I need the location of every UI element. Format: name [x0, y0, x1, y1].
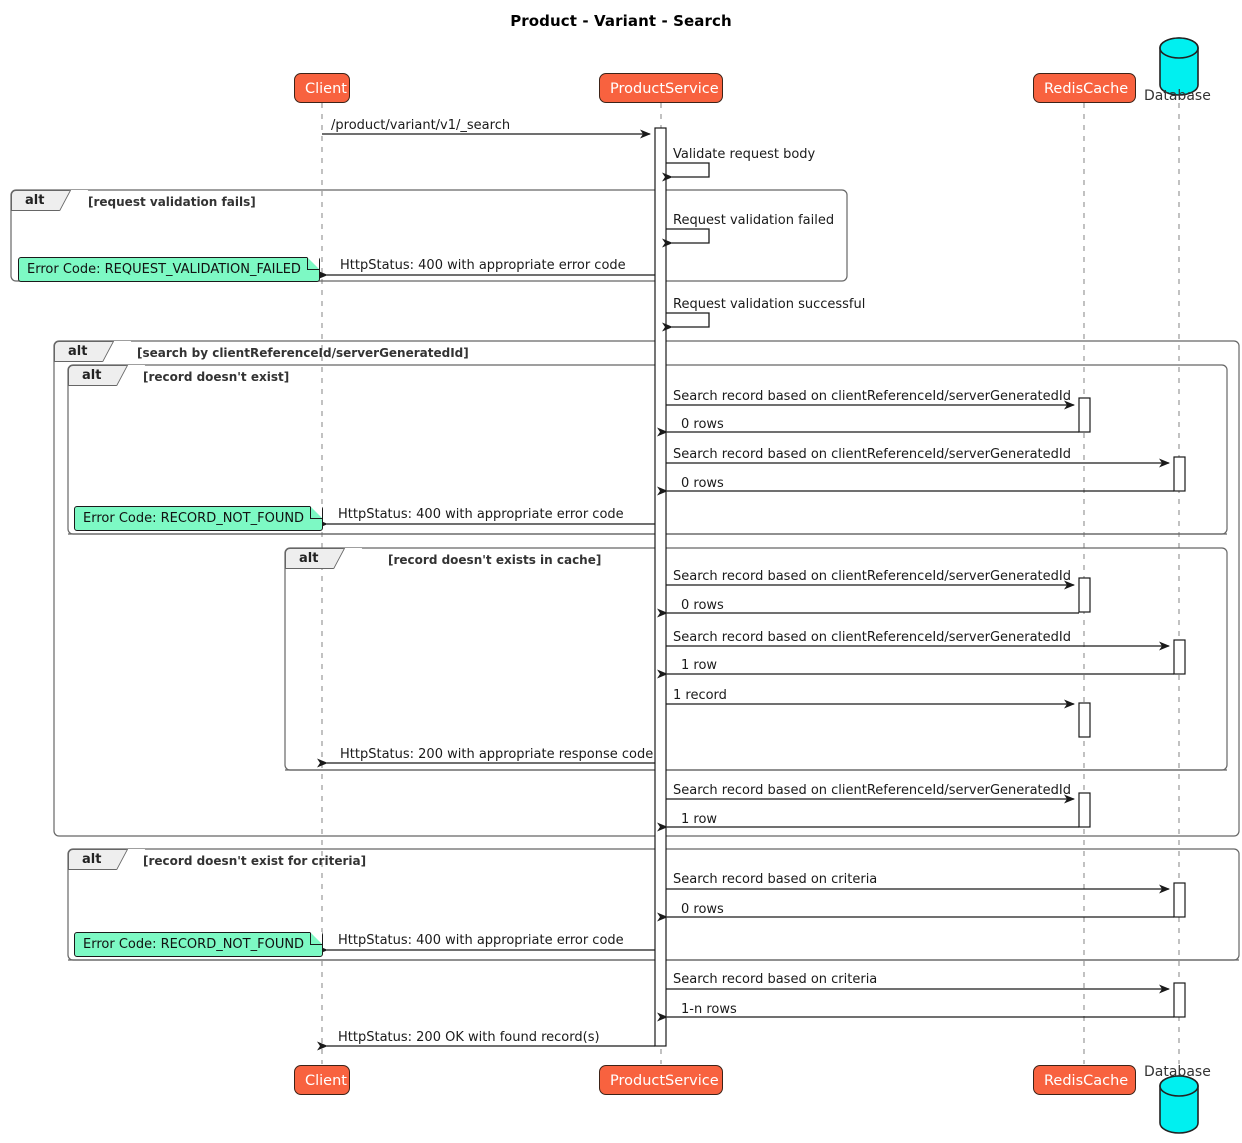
- message-label-request-validation-failed: Request validation failed: [673, 213, 835, 228]
- fragment-tab-record-not-in-cache: alt: [285, 548, 363, 569]
- fragment-keyword: alt: [82, 368, 102, 383]
- tab-clip-shape: [116, 849, 146, 870]
- participant-client-top[interactable]: Client: [294, 73, 350, 103]
- message-label-db-0-rows-1: 0 rows: [681, 476, 724, 491]
- message-label-search-request: /product/variant/v1/_search: [331, 118, 511, 133]
- message-label-criteria-search-1: Search record based on criteria: [673, 872, 878, 887]
- message-label-cache-1-row: 1 row: [681, 812, 718, 827]
- note-fold-corner: [309, 505, 323, 519]
- message-label-validate-request-body: Validate request body: [673, 147, 816, 162]
- fragment-tab-search-by-id: alt: [54, 341, 132, 362]
- message-label-cache-0-rows-1: 0 rows: [681, 417, 724, 432]
- fragment-condition-record-doesnt-exist: [record doesn't exist]: [143, 370, 290, 384]
- message-label-db-search-2: Search record based on clientReferenceId…: [673, 630, 1071, 645]
- activation-bars: [654, 127, 1186, 1047]
- message-label-cache-search-2: Search record based on clientReferenceId…: [673, 569, 1071, 584]
- message-label-cache-search-3: Search record based on clientReferenceId…: [673, 783, 1071, 798]
- participant-productservice-top[interactable]: ProductService: [599, 73, 723, 103]
- message-label-db-search-1: Search record based on clientReferenceId…: [673, 447, 1071, 462]
- participant-rediscache-top[interactable]: RedisCache: [1033, 73, 1136, 103]
- tab-clip-shape: [102, 341, 132, 362]
- note-request-validation-failed: Error Code: REQUEST_VALIDATION_FAILED: [18, 256, 320, 282]
- message-label-http-400-record-not-found-2: HttpStatus: 400 with appropriate error c…: [338, 933, 624, 948]
- message-label-http-200-ok: HttpStatus: 200 OK with found record(s): [338, 1030, 600, 1045]
- fragment-keyword: alt: [68, 344, 88, 359]
- participant-client-bottom[interactable]: Client: [294, 1065, 350, 1095]
- note-fold-corner: [306, 256, 319, 270]
- message-label-criteria-search-2: Search record based on criteria: [673, 972, 878, 987]
- message-label-db-1-row: 1 row: [681, 658, 718, 673]
- message-label-cache-search-1: Search record based on clientReferenceId…: [673, 389, 1071, 404]
- participant-rediscache-bottom[interactable]: RedisCache: [1033, 1065, 1136, 1095]
- message-label-http-400-validation: HttpStatus: 400 with appropriate error c…: [340, 258, 626, 273]
- message-label-criteria-0-rows: 0 rows: [681, 902, 724, 917]
- note-text: Error Code: RECORD_NOT_FOUND: [83, 511, 305, 526]
- tab-clip-shape: [59, 190, 89, 211]
- note-record-not-found-1: Error Code: RECORD_NOT_FOUND: [74, 505, 324, 531]
- message-label-cache-0-rows-2: 0 rows: [681, 598, 724, 613]
- note-text: Error Code: RECORD_NOT_FOUND: [83, 937, 305, 952]
- tab-clip-shape: [116, 365, 146, 386]
- message-label-request-validation-successful: Request validation successful: [673, 297, 866, 312]
- fragment-condition-search-by-id: [search by clientReferenceId/serverGener…: [137, 346, 469, 360]
- message-label-criteria-1-n-rows: 1-n rows: [681, 1002, 737, 1017]
- database-cylinder-top: [1159, 37, 1199, 96]
- participant-productservice-bottom[interactable]: ProductService: [599, 1065, 723, 1095]
- tab-clip-shape: [333, 548, 363, 569]
- note-fold-corner: [309, 931, 323, 945]
- participant-database-label-top: Database: [1144, 88, 1211, 104]
- note-text: Error Code: REQUEST_VALIDATION_FAILED: [27, 262, 301, 277]
- note-record-not-found-2: Error Code: RECORD_NOT_FOUND: [74, 931, 324, 957]
- participant-database-label-bottom: Database: [1144, 1064, 1211, 1080]
- fragment-condition-record-not-for-criteria: [record doesn't exist for criteria]: [143, 854, 367, 868]
- fragment-keyword: alt: [82, 852, 102, 867]
- fragment-keyword: alt: [299, 551, 319, 566]
- fragment-tab-record-not-for-criteria: alt: [68, 849, 146, 870]
- fragment-tab-request-validation-fails: alt: [11, 190, 89, 211]
- page-title: Product - Variant - Search: [510, 12, 732, 30]
- fragment-condition-record-not-in-cache: [record doesn't exists in cache]: [388, 553, 602, 567]
- database-cylinder-bottom: [1159, 1075, 1199, 1134]
- fragment-tab-record-doesnt-exist: alt: [68, 365, 146, 386]
- message-label-http-200-response: HttpStatus: 200 with appropriate respons…: [340, 747, 654, 762]
- message-label-http-400-record-not-found-1: HttpStatus: 400 with appropriate error c…: [338, 507, 624, 522]
- fragment-condition-request-validation-fails: [request validation fails]: [88, 195, 256, 209]
- message-label-cache-1-record: 1 record: [673, 688, 727, 703]
- fragment-else-separators: [68, 533, 1239, 961]
- fragment-keyword: alt: [25, 193, 45, 208]
